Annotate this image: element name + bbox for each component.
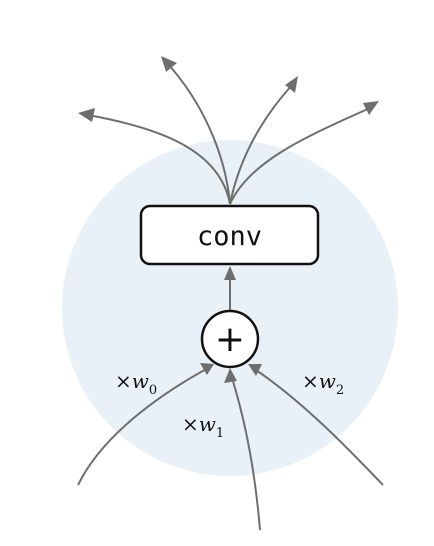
sum-symbol: + (215, 319, 245, 360)
weight-label-0: ×w0 (115, 369, 157, 398)
conv-node: conv (139, 204, 320, 266)
weight-2-var: w (319, 369, 336, 393)
weight-0-sub: 0 (149, 383, 157, 398)
weight-2-times: × (302, 369, 319, 393)
input-edge-2-arrowhead (248, 364, 262, 376)
weight-1-sub: 1 (216, 426, 224, 441)
weight-label-1: ×w1 (182, 412, 224, 441)
output-edge-3 (229, 107, 371, 205)
output-edge-2 (229, 84, 293, 205)
output-edge-1-arrowhead (161, 56, 177, 72)
weight-2-sub: 2 (336, 383, 344, 398)
input-edge-1-arrowhead (224, 368, 237, 383)
input-edge-2 (255, 369, 384, 486)
weight-0-var: w (132, 369, 149, 393)
weight-label-2: ×w2 (302, 369, 344, 398)
weight-0-times: × (115, 369, 132, 393)
output-edge-0 (87, 114, 231, 205)
conv-label: conv (197, 221, 262, 252)
weight-1-times: × (182, 412, 199, 436)
input-edge-1 (231, 377, 261, 531)
output-edge-0-arrowhead (78, 108, 95, 122)
sum-circle (200, 309, 260, 369)
conv-box (139, 204, 320, 266)
output-edge-1 (167, 63, 231, 205)
weight-1-var: w (199, 412, 216, 436)
input-edge-0 (77, 367, 209, 486)
output-edge-3-arrowhead (363, 101, 379, 115)
output-edge-2-arrowhead (285, 76, 298, 93)
sum-node: + (200, 309, 260, 369)
input-edge-0-arrowhead (200, 363, 214, 375)
sum-to-conv-arrowhead (224, 266, 236, 280)
